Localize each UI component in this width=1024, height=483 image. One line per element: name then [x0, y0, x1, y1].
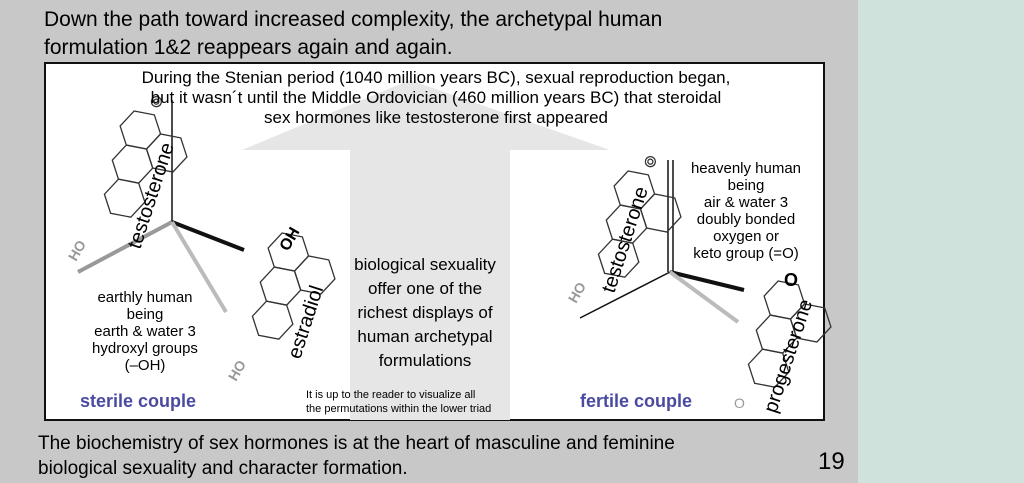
center-line-1: biological sexuality [354, 255, 496, 274]
left-triad-black [171, 220, 245, 252]
sterile-couple-label: sterile couple [80, 391, 197, 411]
estradiol-label: estradiol [284, 283, 328, 362]
center-line-3: richest displays of [357, 303, 493, 322]
testosterone-right-label: testosterone [598, 184, 653, 295]
earthly-line-4: hydroxyl groups [92, 340, 198, 357]
oh-estradiol-label: OH [277, 225, 304, 254]
earthly-line-1: earthly human [97, 289, 193, 306]
slide-heading: Down the path toward increased complexit… [44, 6, 844, 62]
heavenly-line-4: doubly bonded [696, 211, 796, 228]
ho-estradiol-label: HO [225, 357, 249, 383]
intro-line-2: but it wasn´t until the Middle Ordovicia… [150, 88, 722, 107]
earthly-line-5: (–OH) [124, 357, 166, 374]
heavenly-line-2: being [727, 177, 765, 194]
heavenly-being-text: heavenly human being air & water 3 doubl… [676, 160, 816, 262]
heavenly-line-6: keto group (=O) [693, 245, 799, 262]
footer-text: The biochemistry of sex hormones is at t… [38, 431, 838, 481]
estradiol-molecule [251, 232, 336, 340]
right-triad-black [669, 270, 745, 292]
testosterone-right-molecule [597, 156, 682, 278]
ho-right-label: HO [565, 279, 589, 305]
center-line-4: human archetypal [357, 327, 493, 346]
note-line-2: the permutations within the lower triad [306, 403, 492, 415]
footer-line-1: The biochemistry of sex hormones is at t… [38, 433, 675, 454]
note-line-1: It is up to the reader to visualize all [306, 389, 476, 401]
background-arrow [242, 80, 610, 420]
heavenly-line-5: oxygen or [713, 228, 779, 245]
reader-note: It is up to the reader to visualize all … [306, 388, 546, 416]
right-triad-thin [579, 271, 671, 319]
left-triad-light [170, 220, 228, 314]
heading-line-2: formulation 1&2 reappears again and agai… [44, 36, 453, 59]
earthly-being-text: earthly human being earth & water 3 hydr… [70, 289, 220, 374]
heading-line-1: Down the path toward increased complexit… [44, 8, 663, 31]
heavenly-line-3: air & water 3 [703, 194, 789, 211]
footer-line-2: biological sexuality and character forma… [38, 458, 408, 479]
page-number: 19 [818, 448, 845, 475]
intro-text: During the Stenian period (1040 million … [56, 68, 816, 128]
intro-line-3: sex hormones like testosterone first app… [264, 108, 608, 127]
progesterone-label: progesterone [760, 297, 817, 416]
center-line-2: offer one of the [367, 279, 483, 298]
earthly-line-3: earth & water 3 [94, 323, 196, 340]
o-progesterone-bottom-label: O [734, 395, 745, 411]
testosterone-left-molecule [103, 96, 188, 218]
intro-line-1: During the Stenian period (1040 million … [141, 68, 731, 87]
sidebar-panel [858, 0, 1024, 483]
o-progesterone-label: O [784, 270, 798, 290]
center-line-5: formulations [378, 351, 472, 370]
left-triad-grey [77, 220, 173, 274]
progesterone-molecule [747, 280, 832, 388]
center-text: biological sexuality offer one of the ri… [330, 253, 520, 373]
ho-left-top-label: HO [65, 237, 89, 263]
heavenly-line-1: heavenly human [690, 160, 802, 177]
earthly-line-2: being [126, 306, 164, 323]
fertile-couple-label: fertile couple [580, 391, 693, 411]
right-triad-light [668, 270, 740, 324]
